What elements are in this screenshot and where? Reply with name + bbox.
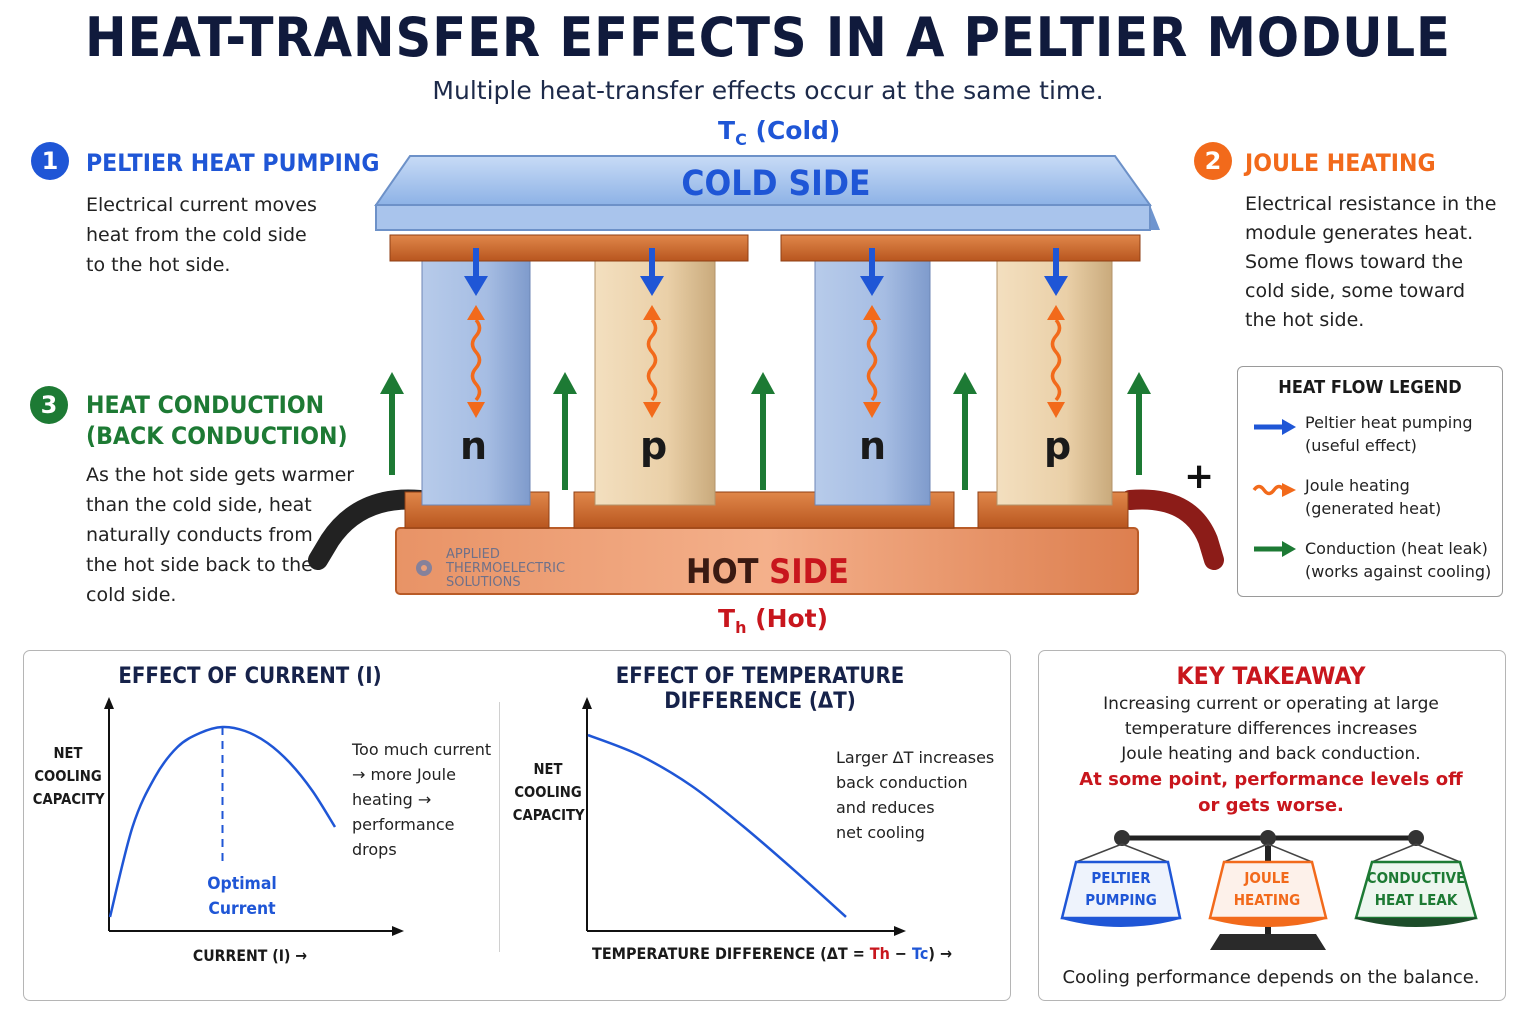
leg-label-n-2: n xyxy=(859,424,887,468)
joule-section-title: JOULE HEATING xyxy=(1245,149,1436,177)
dt-chart-xlabel: TEMPERATURE DIFFERENCE (ΔT = Th − Tc) → xyxy=(592,944,953,963)
th-label: Th (Hot) xyxy=(718,604,829,637)
blue-arrow-icon xyxy=(1254,419,1296,435)
green-arrow-icon xyxy=(1254,541,1296,557)
peltier-arrows xyxy=(464,248,1068,296)
pan-joule-dish xyxy=(1209,917,1327,927)
leg-label-p-1: p xyxy=(640,424,668,468)
peltier-module-diagram xyxy=(308,155,1224,595)
conduction-arrows xyxy=(380,372,1151,490)
current-chart xyxy=(104,697,404,936)
key-takeaway-text: Increasing current or operating at large… xyxy=(1103,694,1439,764)
legend-item-conduction: Conduction (heat leak) (works against co… xyxy=(1305,539,1492,581)
current-chart-title: EFFECT OF CURRENT (I) xyxy=(118,664,382,689)
top-strip-1 xyxy=(389,234,749,262)
pan-conduction-dish xyxy=(1355,917,1477,927)
dt-chart-y-arrow xyxy=(582,697,592,709)
leg-label-p-2: p xyxy=(1044,424,1072,468)
scale-base xyxy=(1210,934,1326,950)
optimal-current-label: Optimal Current xyxy=(207,874,277,919)
conduction-section-text: As the hot side gets warmer than the col… xyxy=(86,464,355,606)
key-takeaway-warning: At some point, performance levels off or… xyxy=(1079,769,1463,816)
scale-pivot-left xyxy=(1114,830,1130,846)
positive-terminal-label: + xyxy=(1184,456,1215,497)
balance-scale-illustration xyxy=(1060,830,1478,950)
section-1-badge: 1 xyxy=(31,142,69,180)
legend-item-peltier: Peltier heat pumping (useful effect) xyxy=(1305,413,1473,455)
key-takeaway-title: KEY TAKEAWAY xyxy=(1176,662,1366,690)
tc-label: TC (Cold) xyxy=(718,116,841,149)
pan-label-conduction: CONDUCTIVE HEAT LEAK xyxy=(1366,869,1466,909)
current-chart-y-arrow xyxy=(104,697,114,709)
current-chart-x-arrow xyxy=(392,926,404,936)
leg-p-1 xyxy=(594,254,716,506)
current-chart-ylabel: NET COOLING CAPACITY xyxy=(32,744,105,808)
current-chart-note: Too much current → more Joule heating → … xyxy=(352,740,492,859)
pan-label-peltier: PELTIER PUMPING xyxy=(1085,869,1157,909)
leg-n-1 xyxy=(421,254,531,506)
dt-chart-series-line xyxy=(587,733,847,918)
orange-wavy-arrow-icon xyxy=(1252,483,1296,497)
leg-label-n-1: n xyxy=(460,424,488,468)
dt-chart xyxy=(582,697,906,936)
leg-n-2 xyxy=(814,254,931,506)
page-subtitle: Multiple heat-transfer effects occur at … xyxy=(432,76,1104,105)
heat-flow-legend: HEAT FLOW LEGEND Peltier heat pumping (u… xyxy=(1237,366,1503,597)
charts-divider xyxy=(499,702,500,952)
section-3-badge: 3 xyxy=(30,386,68,424)
conduction-section-title: HEAT CONDUCTION (BACK CONDUCTION) xyxy=(86,391,348,450)
cold-side-label: COLD SIDE xyxy=(681,164,871,204)
dt-chart-title: EFFECT OF TEMPERATURE DIFFERENCE (ΔT) xyxy=(615,664,905,714)
dt-chart-note: Larger ΔT increases back conduction and … xyxy=(836,748,995,842)
watermark-text: APPLIED THERMOELECTRIC SOLUTIONS xyxy=(446,547,566,590)
legend-item-joule: Joule heating (generated heat) xyxy=(1305,476,1442,518)
page-title: HEAT-TRANSFER EFFECTS IN A PELTIER MODUL… xyxy=(85,6,1451,69)
scale-pivot-right xyxy=(1408,830,1424,846)
charts-panel xyxy=(23,650,1011,1001)
key-takeaway-footer: Cooling performance depends on the balan… xyxy=(1062,967,1480,988)
scale-pivot-center xyxy=(1260,830,1276,846)
pan-label-joule: JOULE HEATING xyxy=(1233,869,1301,909)
top-strip-2 xyxy=(780,234,1141,262)
joule-section-text: Electrical resistance in the module gene… xyxy=(1245,193,1497,331)
peltier-section-title: PELTIER HEAT PUMPING xyxy=(86,149,380,177)
legend-title: HEAT FLOW LEGEND xyxy=(1278,377,1462,398)
pan-peltier-dish xyxy=(1061,917,1181,927)
joule-arrows xyxy=(467,305,1065,418)
section-2-badge: 2 xyxy=(1194,142,1232,180)
watermark-gear-icon xyxy=(416,560,432,576)
cold-plate-front xyxy=(375,204,1151,231)
dt-chart-x-arrow xyxy=(894,926,906,936)
hot-side-label: HOT SIDE xyxy=(686,552,849,592)
dt-chart-ylabel: NET COOLING CAPACITY xyxy=(512,760,585,824)
current-chart-xlabel: CURRENT (I) → xyxy=(192,946,308,965)
peltier-section-text: Electrical current moves heat from the c… xyxy=(86,194,317,276)
scale-strings xyxy=(1075,843,1461,863)
